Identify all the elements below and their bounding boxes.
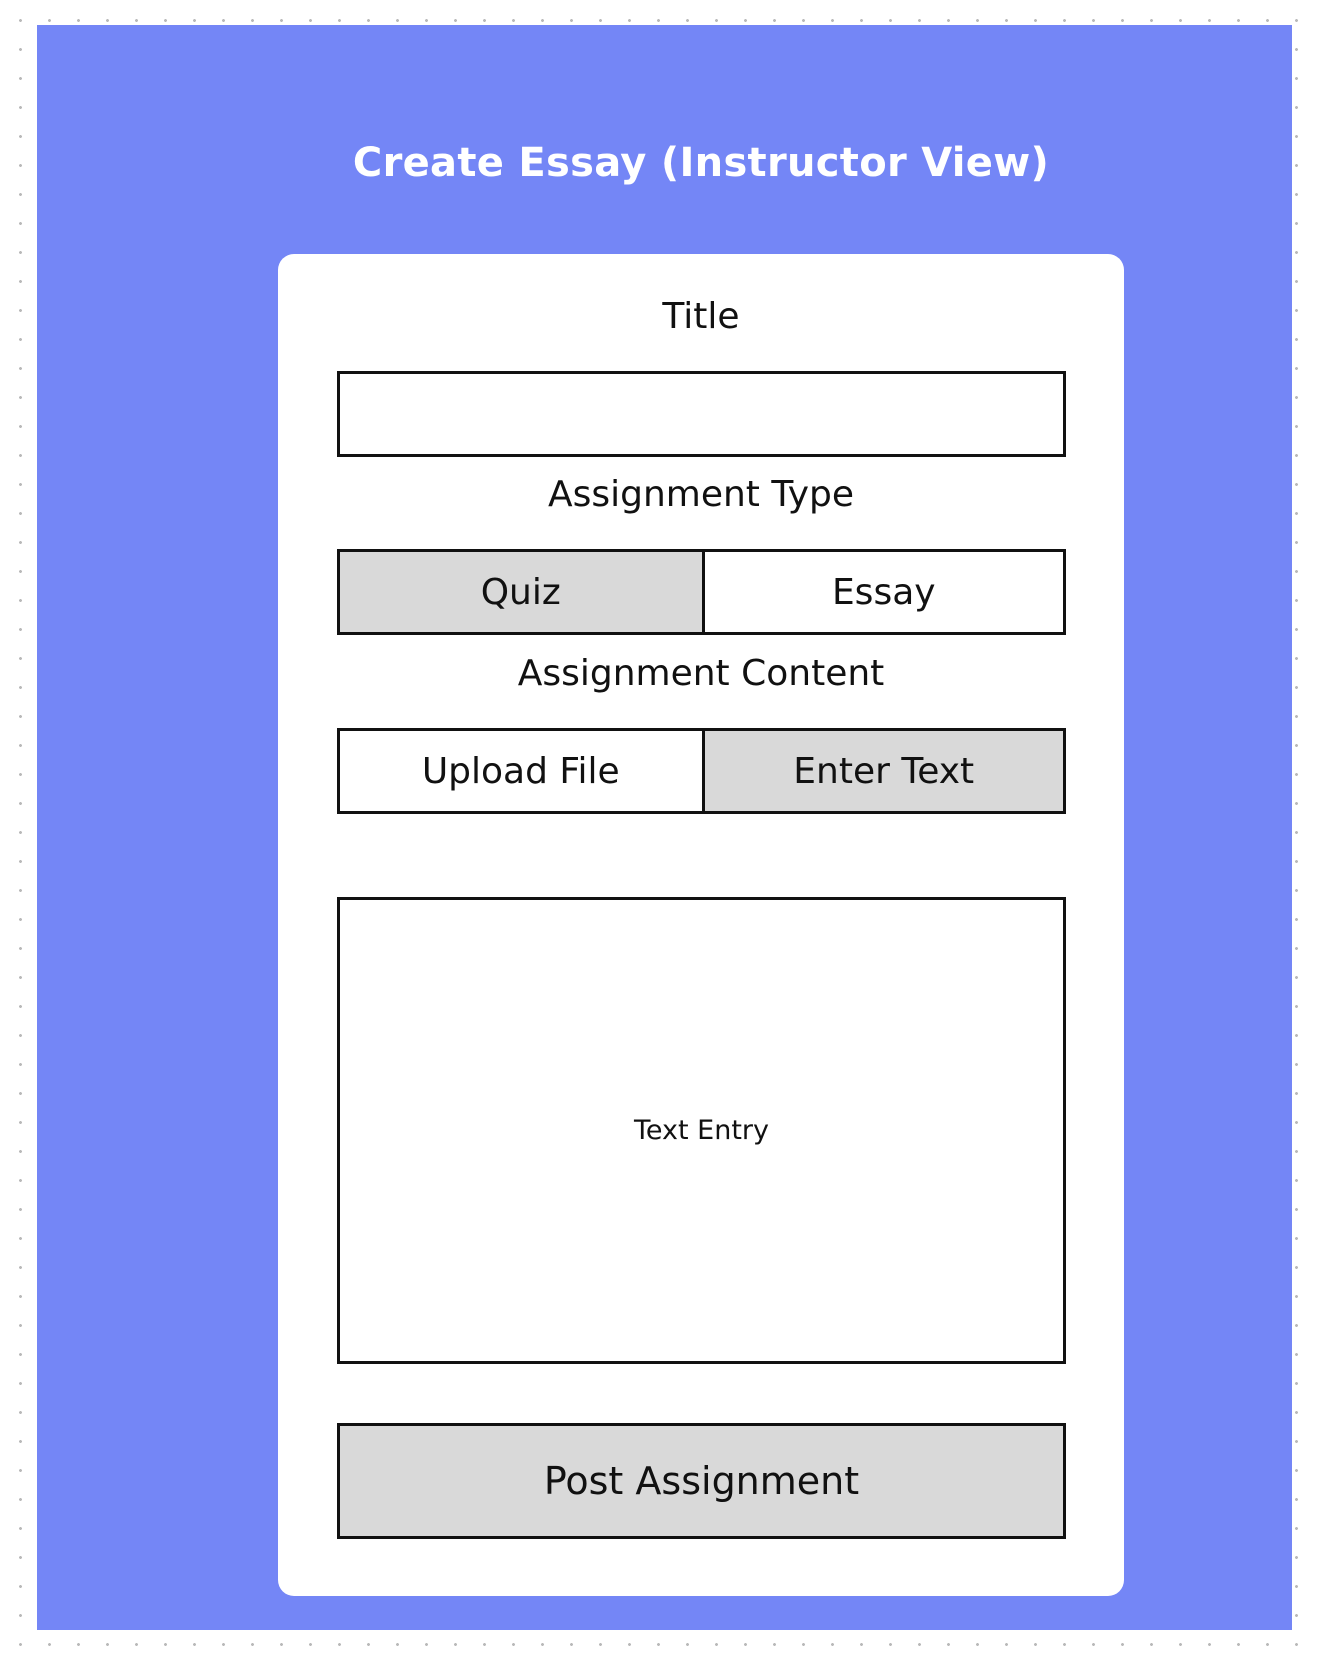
- assignment-content-toggle: Upload File Enter Text: [337, 728, 1066, 814]
- enter-text-option[interactable]: Enter Text: [701, 731, 1063, 811]
- post-assignment-button[interactable]: Post Assignment: [337, 1423, 1066, 1539]
- assignment-type-essay-option[interactable]: Essay: [701, 552, 1064, 632]
- text-entry-placeholder: Text Entry: [633, 1115, 770, 1146]
- assignment-type-label: Assignment Type: [547, 474, 855, 515]
- assignment-content-label: Assignment Content: [517, 653, 885, 694]
- form-card: Title Assignment Type Quiz Essay Assignm…: [278, 254, 1124, 1596]
- upload-file-option[interactable]: Upload File: [421, 750, 620, 792]
- title-input[interactable]: [337, 371, 1066, 457]
- assignment-type-toggle: Quiz Essay: [337, 549, 1066, 635]
- assignment-type-quiz-option[interactable]: Quiz: [340, 552, 702, 632]
- page-title: Create Essay (Instructor View): [352, 140, 1050, 186]
- page-frame: Create Essay (Instructor View) Title Ass…: [37, 25, 1292, 1630]
- text-entry-area[interactable]: Text Entry: [337, 897, 1066, 1364]
- title-label: Title: [662, 296, 740, 337]
